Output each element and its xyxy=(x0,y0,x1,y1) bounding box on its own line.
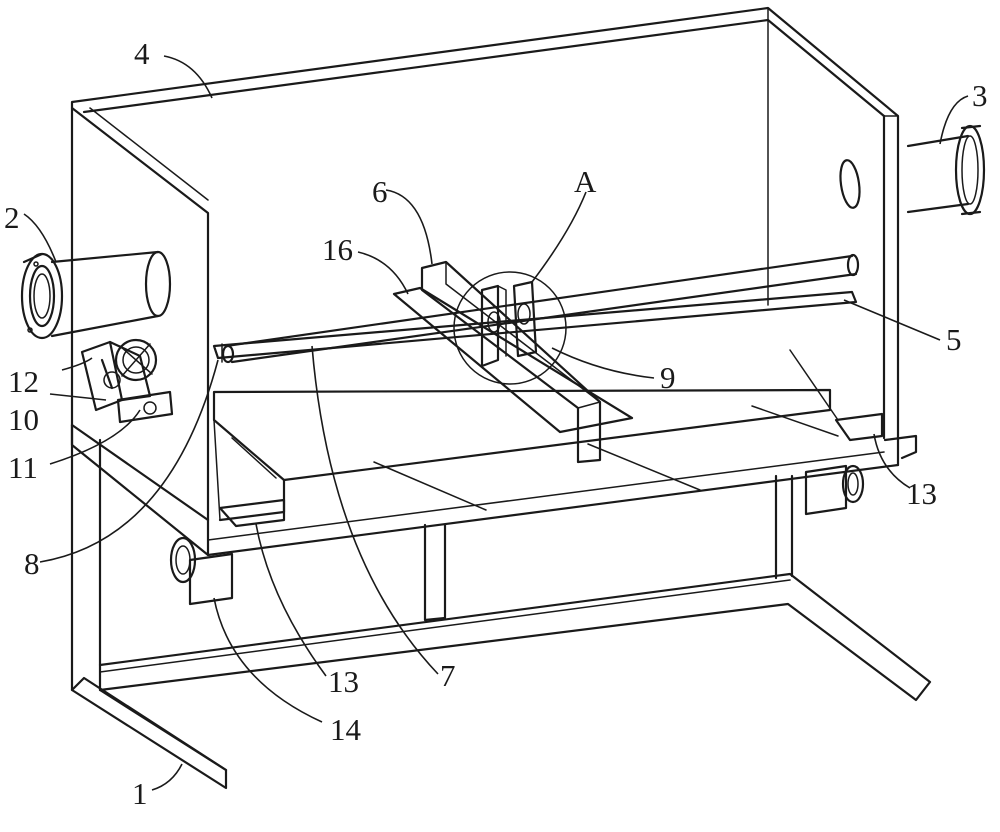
label-13-right: 13 xyxy=(906,476,937,511)
support-frame xyxy=(70,423,932,790)
label-4: 4 xyxy=(134,36,150,71)
label-6: 6 xyxy=(372,174,388,209)
valve-right xyxy=(804,464,865,516)
label-2: 2 xyxy=(4,200,20,235)
leader-lines xyxy=(23,55,969,791)
label-5: 5 xyxy=(946,322,962,357)
motor-gear-assembly xyxy=(80,338,174,424)
hopper-floor xyxy=(212,388,839,522)
outlet-pipe xyxy=(906,124,986,216)
detail-circle-a xyxy=(453,271,567,385)
label-1: 1 xyxy=(132,776,148,811)
label-3: 3 xyxy=(972,78,988,113)
slider-blocks xyxy=(480,280,538,368)
label-8: 8 xyxy=(24,546,40,581)
valve-left xyxy=(169,536,234,606)
discharge-funnel-right xyxy=(789,349,884,442)
screw-shaft xyxy=(221,253,860,364)
label-12: 12 xyxy=(8,364,39,399)
label-14: 14 xyxy=(330,712,362,747)
label-a: A xyxy=(574,164,597,199)
reference-labels: 4 2 3 6 A 16 5 9 13 12 10 11 8 7 13 14 1 xyxy=(4,36,988,811)
inlet-pipe xyxy=(20,250,172,340)
label-16: 16 xyxy=(322,232,353,267)
label-9: 9 xyxy=(660,360,676,395)
label-10: 10 xyxy=(8,402,39,437)
label-7: 7 xyxy=(440,658,456,693)
scraper-beam xyxy=(392,260,634,464)
discharge-funnel-left xyxy=(218,498,286,528)
tank-body xyxy=(70,6,900,557)
label-11: 11 xyxy=(8,450,38,485)
label-13-left: 13 xyxy=(328,664,359,699)
